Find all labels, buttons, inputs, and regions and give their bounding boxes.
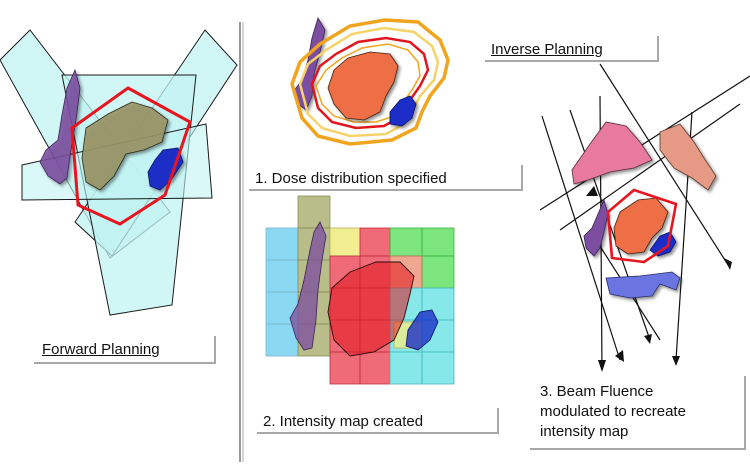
step1-organ-blue: [389, 95, 417, 127]
intensity-map-figure: [265, 195, 455, 385]
forward-planning-text: Forward Planning: [42, 341, 160, 358]
step3-text-line1: 3. Beam Fluence: [540, 383, 654, 400]
target-outline: [70, 86, 192, 226]
inverse-planning-label: Inverse Planning: [485, 36, 659, 62]
isodose-yellow: [298, 26, 440, 138]
step2-organ-blue: [405, 309, 439, 351]
intensity-grid-yellow: [329, 227, 361, 257]
label-bracket: [34, 336, 216, 364]
organ-periwinkle: [605, 271, 681, 299]
forward-planning-label: Forward Planning: [34, 336, 216, 364]
inverse-planning-text: Inverse Planning: [491, 41, 603, 58]
step3-tumor: [613, 197, 669, 255]
intensity-grid-green: [389, 227, 455, 289]
step2-organ-purple: [289, 221, 327, 351]
beam-arrowheads: [586, 186, 732, 372]
step2-tumor: [327, 261, 415, 357]
organ-pink: [571, 121, 653, 185]
step3-text-line3: intensity map: [540, 423, 629, 440]
step1-tumor: [327, 51, 399, 121]
step1-text: 1. Dose distribution specified: [255, 170, 447, 187]
step3-text-line2: modulated to recreate: [540, 403, 686, 420]
step3-organ-purple: [583, 198, 609, 257]
inverse-planning-figure: [539, 63, 750, 372]
intensity-grid-blue: [265, 227, 299, 357]
dose-distribution-figure: [290, 17, 450, 146]
step2-text: 2. Intensity map created: [263, 413, 424, 430]
label-bracket: [485, 36, 659, 62]
step3-label: 3. Beam Fluence modulated to recreate in…: [530, 376, 746, 450]
step2-label: 2. Intensity map created: [257, 408, 499, 434]
organ-salmon: [659, 123, 717, 191]
label-bracket: [249, 165, 523, 191]
isodose-red: [310, 36, 430, 130]
isodose-orange: [290, 18, 450, 146]
step1-label: 1. Dose distribution specified: [249, 165, 523, 191]
forward-planning-figure: [0, 29, 238, 316]
isodose-orange-inner: [315, 43, 421, 123]
step3-target-outline: [606, 188, 678, 264]
tumor-volume: [81, 101, 169, 191]
label-bracket: [257, 408, 499, 434]
label-bracket: [530, 376, 746, 450]
organ-at-risk-purple: [39, 68, 81, 185]
